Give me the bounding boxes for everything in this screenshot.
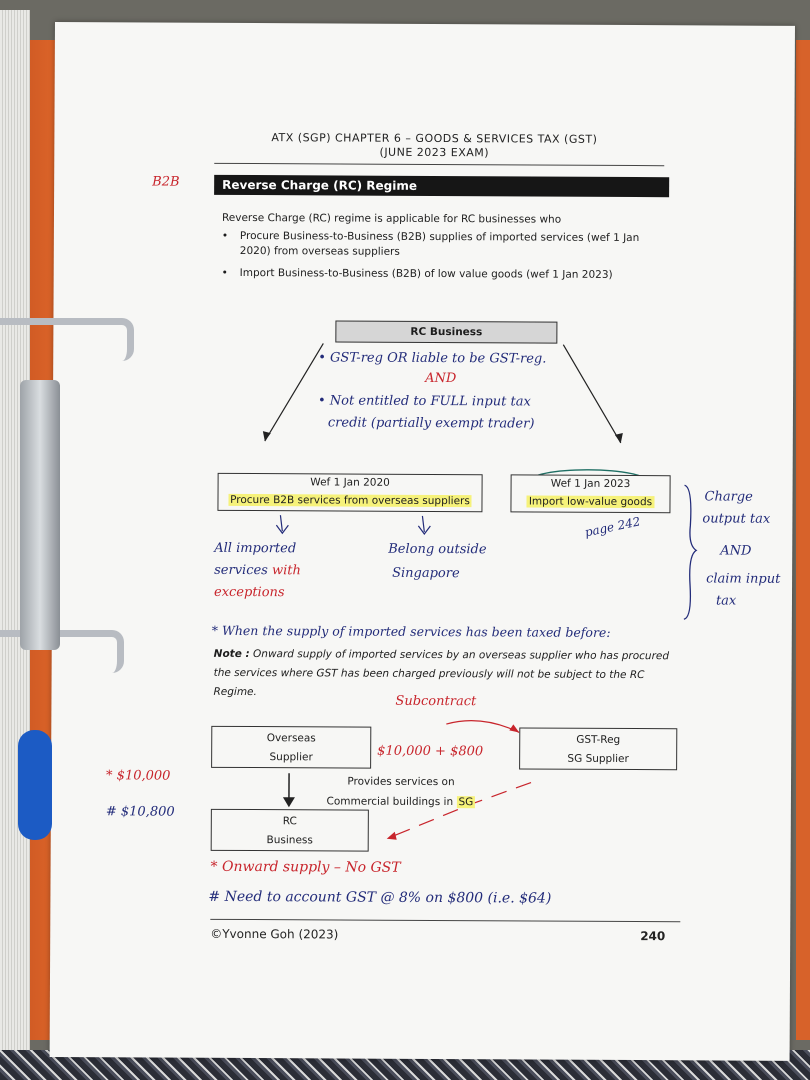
- wef-2023-desc: Import low-value goods: [511, 492, 669, 511]
- binder-edge: [796, 40, 810, 1040]
- overseas-supplier-box: Overseas Supplier: [211, 725, 372, 769]
- handwritten-charge: Charge: [704, 489, 753, 505]
- provides-line1: Provides services on: [347, 775, 455, 789]
- handwritten-need: # Need to account GST @ 8% on $800 (i.e.…: [208, 888, 552, 907]
- handwritten-star-amount: * $10,000: [106, 768, 171, 784]
- handwritten-amount: $10,000 + $800: [377, 743, 484, 760]
- rc-business-flow-box: RC Business: [210, 808, 369, 852]
- handwritten-with: with: [271, 563, 301, 579]
- document-page: ATX (SGP) CHAPTER 6 – GOODS & SERVICES T…: [49, 22, 795, 1061]
- binder-ring: [0, 630, 124, 673]
- wef-2023-title: Wef 1 Jan 2023: [550, 477, 631, 491]
- binder-ring: [0, 318, 134, 361]
- provides-services-text: Provides services on Commercial building…: [321, 771, 481, 812]
- handwritten-tax: tax: [715, 593, 737, 609]
- provides-line2-text: Commercial buildings in: [326, 795, 457, 809]
- note-label: Note :: [213, 647, 250, 661]
- rcbiz-line2: Business: [266, 834, 313, 847]
- provides-sg-highlight: SG: [456, 796, 476, 809]
- handwritten-services-with: services with: [214, 561, 301, 581]
- gstreg-line2: SG Supplier: [567, 752, 629, 766]
- wef-2020-desc-text: Procure B2B services from overseas suppl…: [228, 493, 472, 508]
- handwritten-hash-amount: # $10,800: [105, 804, 175, 820]
- gstreg-line1: GST-Reg: [576, 733, 621, 746]
- handwritten-singapore: Singapore: [392, 565, 460, 582]
- handwritten-exceptions: exceptions: [213, 584, 285, 601]
- wef-2020-title: Wef 1 Jan 2020: [310, 476, 390, 489]
- rcbiz-line1: RC: [282, 815, 297, 828]
- handwritten-all-imported: All imported: [214, 540, 297, 557]
- overseas-line2: Supplier: [269, 751, 313, 764]
- wef-2023-box: Wef 1 Jan 2023 Import low-value goods: [510, 474, 671, 514]
- handwritten-belong: Belong outside: [388, 541, 487, 558]
- footer-copyright: ©Yvonne Goh (2023): [210, 926, 339, 942]
- handwritten-and-2: AND: [720, 543, 752, 559]
- handwritten-claim: claim input: [706, 571, 781, 587]
- overseas-line1: Overseas: [266, 732, 316, 745]
- gst-reg-supplier-box: GST-Reg SG Supplier: [519, 727, 678, 771]
- note-text: Onward supply of imported services by an…: [213, 648, 670, 699]
- binder-handle: [18, 730, 52, 840]
- page-number: 240: [640, 929, 666, 944]
- handwritten-subcontract: Subcontract: [395, 693, 477, 710]
- wef-2020-desc: Procure B2B services from overseas suppl…: [218, 491, 481, 510]
- handwritten-services: services: [214, 562, 268, 579]
- handwritten-star-note: * When the supply of imported services h…: [211, 622, 611, 640]
- handwritten-output-tax: output tax: [702, 511, 771, 527]
- wef-2020-box: Wef 1 Jan 2020 Procure B2B services from…: [217, 472, 483, 513]
- handwritten-onward: * Onward supply – No GST: [210, 858, 401, 876]
- binder-clip: [20, 380, 60, 650]
- wef-2023-desc-text: Import low-value goods: [526, 495, 655, 509]
